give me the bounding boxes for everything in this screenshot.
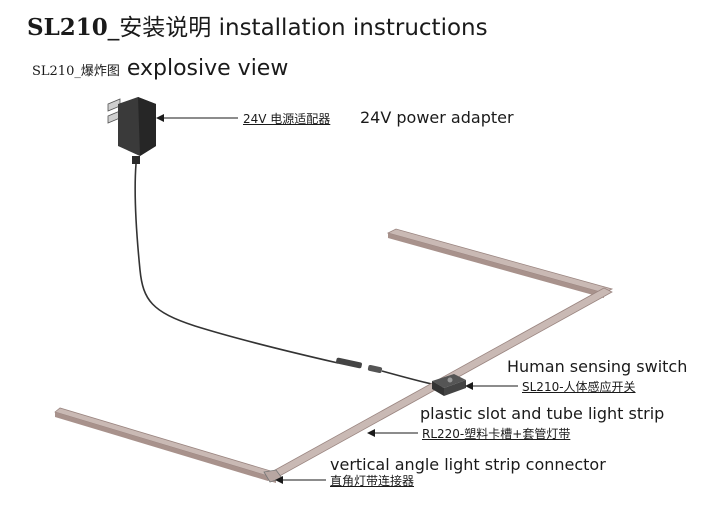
- power-cable: [134, 163, 339, 364]
- page-title: SL210_安装说明 installation instructions: [27, 8, 488, 42]
- light-strip-left: [54, 407, 275, 481]
- adapter-label-cn: 24V 电源适配器: [243, 112, 331, 126]
- power-adapter: [107, 97, 156, 164]
- switch-cable: [381, 370, 437, 386]
- page-subtitle: SL210_爆炸图 explosive view: [32, 56, 288, 81]
- sensor-switch: [432, 374, 466, 396]
- light-strip-top: [386, 228, 614, 298]
- subtitle-code: SL210_爆炸图: [32, 64, 120, 79]
- strip-label-cn: RL220-塑料卡槽+套管灯带: [422, 427, 571, 441]
- strip-label-en: plastic slot and tube light strip: [420, 404, 665, 423]
- cable-socket: [367, 364, 383, 374]
- title-code: SL210: [27, 14, 108, 41]
- switch-label-en: Human sensing switch: [507, 357, 688, 376]
- cable-plug: [336, 357, 362, 369]
- connector-label-cn: 直角灯带连接器: [330, 474, 415, 488]
- title-text: _安装说明 installation instructions: [107, 15, 488, 41]
- adapter-label-en: 24V power adapter: [360, 108, 514, 127]
- connector-label-en: vertical angle light strip connector: [330, 455, 606, 474]
- subtitle-text: explosive view: [119, 56, 289, 81]
- switch-label-cn: SL210-人体感应开关: [522, 380, 636, 394]
